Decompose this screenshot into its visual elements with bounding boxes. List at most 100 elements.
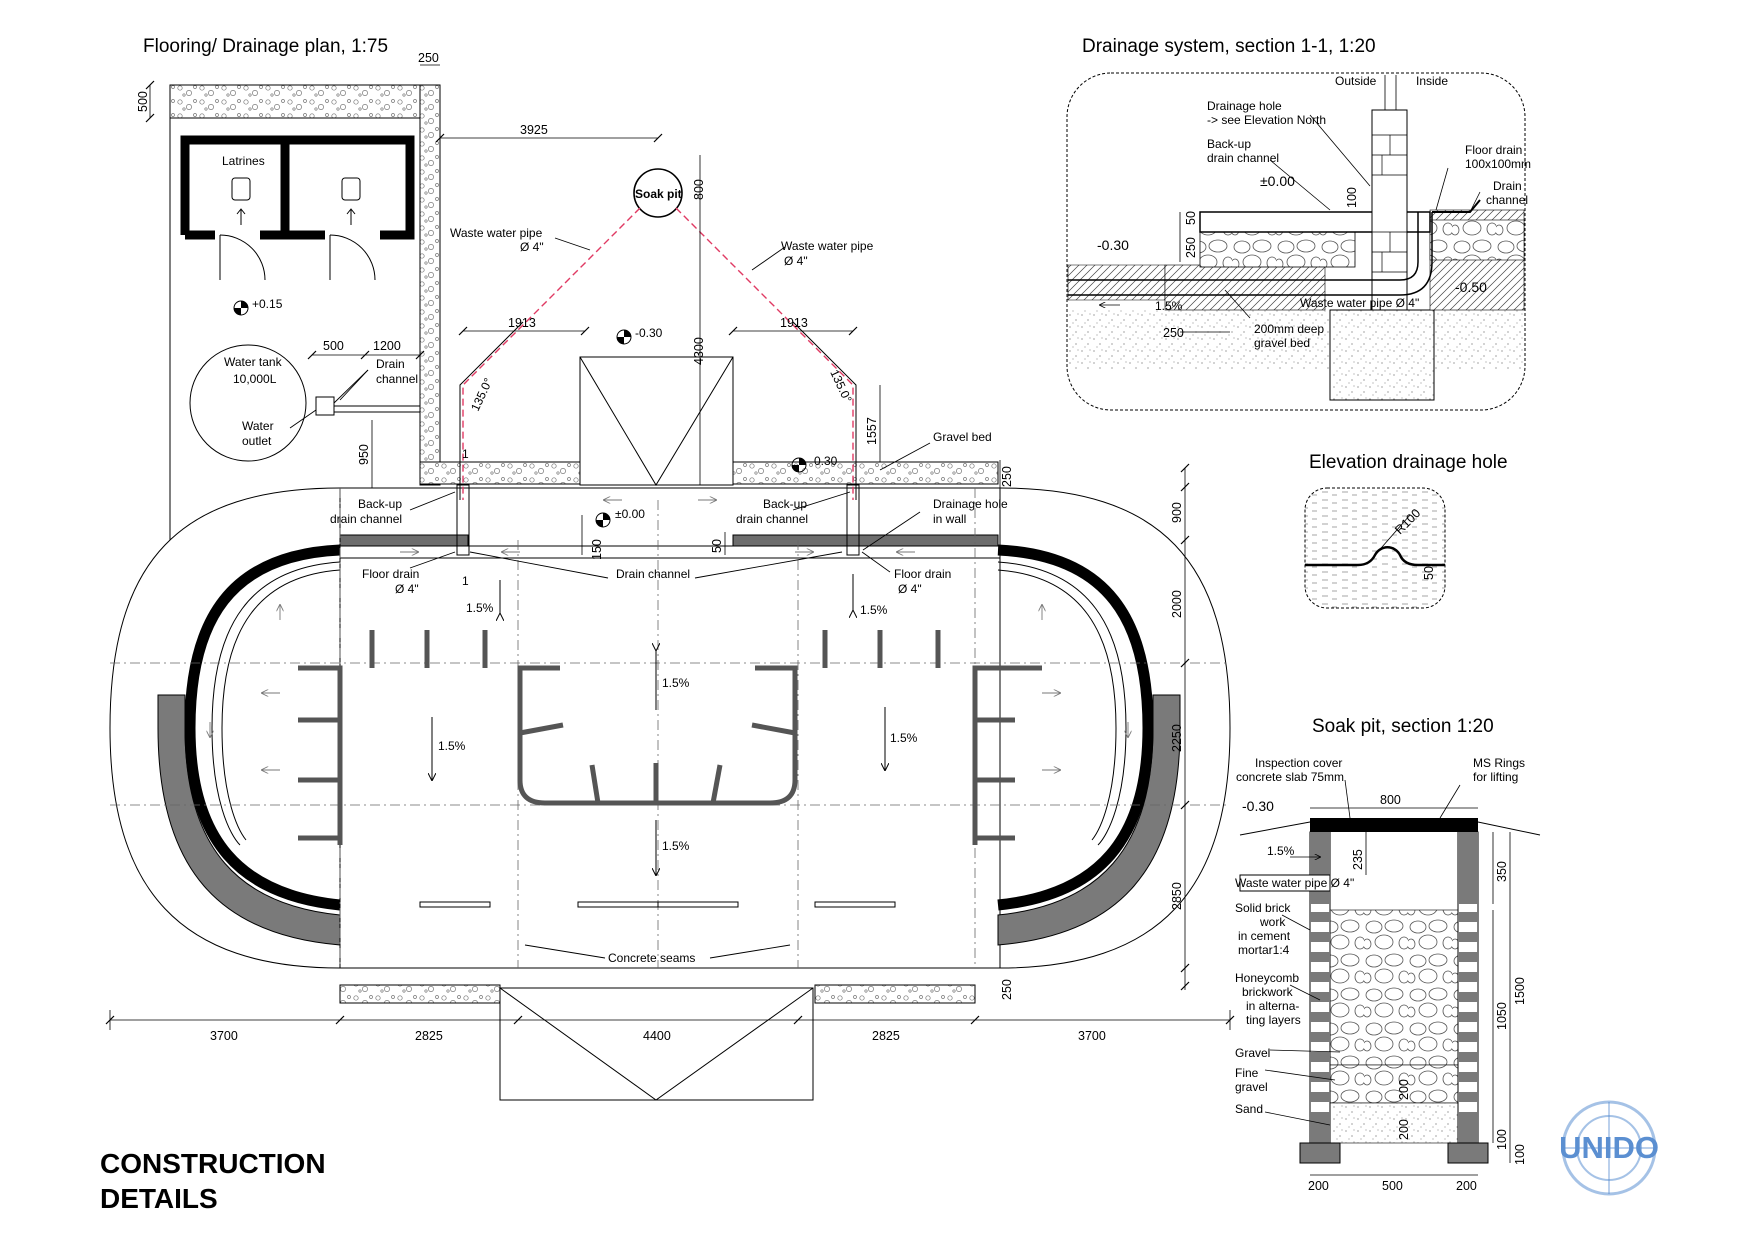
left-black-wall xyxy=(184,544,341,911)
soakpit-title: Soak pit, section 1:20 xyxy=(1312,716,1494,737)
dim-2850: 2850 xyxy=(1170,882,1184,910)
slope-3: 1.5% xyxy=(662,676,690,690)
soakpit-dim-1500: 1500 xyxy=(1513,977,1527,1005)
floor-drain-right-2: Ø 4" xyxy=(898,582,922,596)
latrines-block xyxy=(180,135,415,281)
elevation-drainage-hole: Elevation drainage hole R100 50 xyxy=(1304,452,1508,609)
interior-walls xyxy=(298,630,1042,845)
backup-left-1: Back-up xyxy=(358,497,402,511)
section-dim-250b: 250 xyxy=(1163,326,1184,340)
level-markers xyxy=(233,300,807,528)
gravel-top xyxy=(169,84,441,119)
water-tank xyxy=(189,344,307,462)
soakpit-dim-bottom-3: 200 xyxy=(1456,1179,1477,1193)
waste-pipe-left xyxy=(462,207,641,500)
dim-bottom-1: 3700 xyxy=(210,1029,238,1043)
backup-right-2: drain channel xyxy=(736,512,808,526)
soakpit-brick-1: Solid brick xyxy=(1235,901,1291,915)
angle-left: 135.0° xyxy=(468,376,495,414)
section-level-030: -0.30 xyxy=(1097,237,1129,253)
backup-left-2: drain channel xyxy=(330,512,402,526)
dim-250-bottom: 250 xyxy=(1000,979,1014,1000)
dim-50: 50 xyxy=(710,539,724,553)
dim-1913-right: 1913 xyxy=(780,316,808,330)
slope-6: 1.5% xyxy=(662,839,690,853)
section-floor-drain-2: 100x100mm xyxy=(1465,157,1531,171)
waste-pipe-left-1: Waste water pipe xyxy=(450,226,543,240)
soak-pit-section: Soak pit, section 1:20 xyxy=(1235,716,1541,1193)
outer-right-curve xyxy=(999,487,1231,969)
section-outside: Outside xyxy=(1335,74,1377,88)
dim-bottom-5: 3700 xyxy=(1078,1029,1106,1043)
soakpit-sand: Sand xyxy=(1235,1102,1263,1116)
drain-channel-center: Drain channel xyxy=(616,567,690,581)
floor-drain-left-2: Ø 4" xyxy=(395,582,419,596)
dim-900: 900 xyxy=(1170,502,1184,523)
soakpit-dim-235: 235 xyxy=(1351,849,1365,870)
soakpit-honey-2: brickwork xyxy=(1242,985,1294,999)
section-backup-2: drain channel xyxy=(1207,151,1279,165)
plan-title: Flooring/ Drainage plan, 1:75 xyxy=(143,36,388,57)
concrete-seams-label: Concrete seams xyxy=(608,951,695,965)
level-floor: ±0.00 xyxy=(615,507,645,521)
section-drainage-hole-2: -> see Elevation North xyxy=(1207,113,1326,127)
gravel-bed-label: Gravel bed xyxy=(933,430,992,444)
section-dim-250: 250 xyxy=(1184,237,1198,258)
section-title: Drainage system, section 1-1, 1:20 xyxy=(1082,36,1376,57)
water-outlet-box xyxy=(315,396,335,416)
section-backup-1: Back-up xyxy=(1207,137,1251,151)
waste-pipe-right-2: Ø 4" xyxy=(784,254,808,268)
soakpit-gravel: Gravel xyxy=(1235,1046,1270,1060)
soakpit-brick-4: mortar1:4 xyxy=(1238,943,1290,957)
drain-channel-label-1: Drain xyxy=(376,357,405,371)
slope-4: 1.5% xyxy=(438,739,466,753)
soakpit-dim-200b: 200 xyxy=(1397,1119,1411,1140)
latrines-label: Latrines xyxy=(222,154,265,168)
soakpit-rings-2: for lifting xyxy=(1473,770,1518,784)
section-inside: Inside xyxy=(1416,74,1448,88)
unido-logo: UNIDO xyxy=(1559,1100,1659,1196)
waste-pipe-right xyxy=(675,207,854,500)
section-dim-50: 50 xyxy=(1184,211,1198,225)
dim-500b: 500 xyxy=(323,339,344,353)
soakpit-dim-350: 350 xyxy=(1495,861,1509,882)
soakpit-level: -0.30 xyxy=(1242,798,1274,814)
soak-pit-symbol xyxy=(633,168,683,218)
outer-left-curve xyxy=(109,487,341,969)
soakpit-dim-1050: 1050 xyxy=(1495,1002,1509,1030)
dim-bottom-2: 2825 xyxy=(415,1029,443,1043)
drainage-hole-1: Drainage hole xyxy=(933,497,1008,511)
plan-dimension-lines xyxy=(105,64,1235,1030)
elevation-dim-50: 50 xyxy=(1422,566,1436,580)
dim-500: 500 xyxy=(136,91,150,112)
section-gravel-2: gravel bed xyxy=(1254,336,1310,350)
section-slope: 1.5% xyxy=(1155,299,1183,313)
drainage-section-detail: Drainage system, section 1-1, 1:20 xyxy=(1066,36,1531,411)
soakpit-fine-1: Fine xyxy=(1235,1066,1259,1080)
flooring-drainage-plan: Flooring/ Drainage plan, 1:75 Latrines +… xyxy=(105,36,1235,1101)
soakpit-inspection-2: concrete slab 75mm xyxy=(1236,770,1344,784)
dim-2000: 2000 xyxy=(1170,590,1184,618)
concrete-seams xyxy=(419,901,896,908)
section-pipe: Waste water pipe Ø 4" xyxy=(1300,296,1419,310)
footer-title-line-1: CONSTRUCTION xyxy=(100,1148,326,1179)
water-tank-label-1: Water tank xyxy=(224,355,283,369)
angle-right: 135.0° xyxy=(827,367,854,405)
section-gravel-1: 200mm deep xyxy=(1254,322,1324,336)
dim-1557: 1557 xyxy=(865,417,879,445)
dim-bottom-3: 4400 xyxy=(643,1029,671,1043)
soakpit-honey-4: ting layers xyxy=(1246,1013,1301,1027)
dim-4300: 4300 xyxy=(692,337,706,365)
floor-drain-right-1: Floor drain xyxy=(894,567,951,581)
soakpit-fine-2: gravel xyxy=(1235,1080,1268,1094)
soakpit-dim-100a: 100 xyxy=(1495,1129,1509,1150)
logo-text: UNIDO xyxy=(1559,1130,1659,1165)
section-level-050: -0.50 xyxy=(1455,279,1487,295)
dim-800: 800 xyxy=(692,179,706,200)
dim-2250: 2250 xyxy=(1170,724,1184,752)
soakpit-honey-3: in alterna- xyxy=(1246,999,1299,1013)
dim-1200: 1200 xyxy=(373,339,401,353)
dim-250-top: 250 xyxy=(418,51,439,65)
soakpit-inspection-1: Inspection cover xyxy=(1255,756,1342,770)
soakpit-dim-bottom-2: 500 xyxy=(1382,1179,1403,1193)
